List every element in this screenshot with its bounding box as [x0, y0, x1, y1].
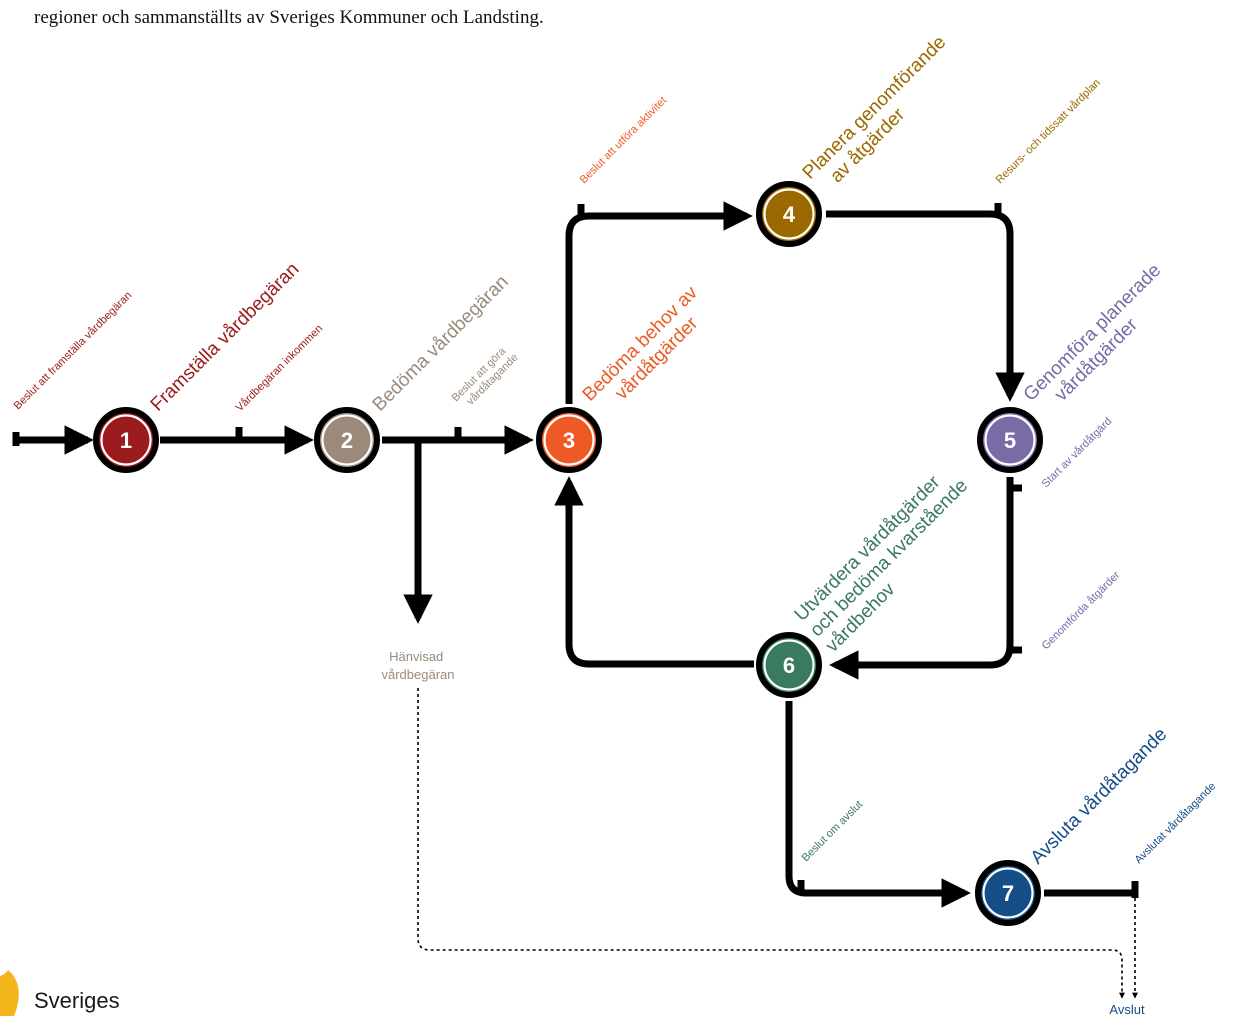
node-2[interactable]: 2 [314, 407, 380, 473]
event-beslut-utfora-aktivitet: Beslut att utföra aktivitet [578, 95, 669, 186]
node-4[interactable]: 4 [756, 181, 822, 247]
node-4-title-line-1: Planera genomförande [799, 32, 951, 184]
outcome-hanvisad: Hänvisad vårdbegäran [382, 649, 455, 682]
node-2-number: 2 [341, 428, 353, 453]
flow-start-to-1 [12, 432, 88, 446]
event-start-av-vardatgard: Start av vårdåtgärd [1040, 415, 1115, 490]
flow-5-to-6 [829, 477, 1014, 680]
event-genomforda-atgarder: Genomförda åtgärder [1040, 569, 1123, 652]
outcome-hanvisad-line-1: Hänvisad [389, 649, 443, 664]
flow-4-to-5 [826, 210, 1025, 402]
node-4-circle [756, 181, 822, 247]
event-avslutat-vardatagande: Avslutat vårdåtagande [1133, 780, 1219, 866]
intro-text: regioner och sammanställts av Sveriges K… [34, 7, 544, 28]
node-3-title: Bedöma behov av vårdåtgärder [579, 279, 721, 421]
node-1-circle [93, 407, 159, 473]
dashed-hanvisad-to-avslut [417, 688, 1125, 999]
node-6[interactable]: 6 [756, 632, 822, 698]
event-beslut-framstalla: Beslut att framställa vårdbegäran [12, 289, 135, 412]
node-7-circle [975, 860, 1041, 926]
node-4-title: Planera genomförande av åtgärder [799, 28, 970, 199]
event-beslut-gora-vardatagande: Beslut att göra vårdåtagande [450, 342, 521, 413]
node-6-number: 6 [783, 653, 795, 678]
node-1[interactable]: 1 [93, 407, 159, 473]
node-1-title: Framställa vårdbegäran [147, 259, 304, 416]
node-7-number: 7 [1002, 881, 1014, 906]
outcome-avslut: Avslut [1109, 1002, 1145, 1016]
node-6-title-line-2: och bedöma kvarstående [806, 475, 972, 641]
flow-6-to-3 [554, 476, 754, 668]
node-5-circle [977, 407, 1043, 473]
node-1-number: 1 [120, 428, 132, 453]
node-3-circle [536, 407, 602, 473]
logo: Sveriges [0, 970, 120, 1016]
node-6-circle [756, 632, 822, 698]
node-7[interactable]: 7 [975, 860, 1041, 926]
event-vardbegaran-inkommen: Vårdbegäran inkommen [234, 323, 326, 415]
node-2-circle [314, 407, 380, 473]
flame-logo-icon [0, 970, 19, 1016]
flow-7-to-end [1044, 881, 1139, 898]
node-5-title: Genomföra planerade vårdåtgärder [1020, 256, 1185, 421]
flow-3-to-4 [565, 201, 753, 404]
node-2-title: Bedöma vårdbegäran [369, 271, 513, 415]
node-5[interactable]: 5 [977, 407, 1043, 473]
node-5-number: 5 [1004, 428, 1016, 453]
node-6-title: Utvärdera vårdåtgärder och bedöma kvarst… [791, 456, 992, 657]
node-5-title-line-1: Genomföra planerade [1020, 260, 1166, 406]
outcome-hanvisad-line-2: vårdbegäran [382, 667, 455, 682]
node-3[interactable]: 3 [536, 407, 602, 473]
flow-6-to-7 [785, 701, 971, 908]
logo-name: Sveriges [34, 988, 120, 1013]
event-resurs-tidssatt-vardplan: Resurs- och tidssatt vårdplan [994, 77, 1103, 186]
event-beslut-om-avslut: Beslut om avslut [800, 799, 866, 865]
node-4-number: 4 [783, 202, 796, 227]
node-3-number: 3 [563, 428, 575, 453]
